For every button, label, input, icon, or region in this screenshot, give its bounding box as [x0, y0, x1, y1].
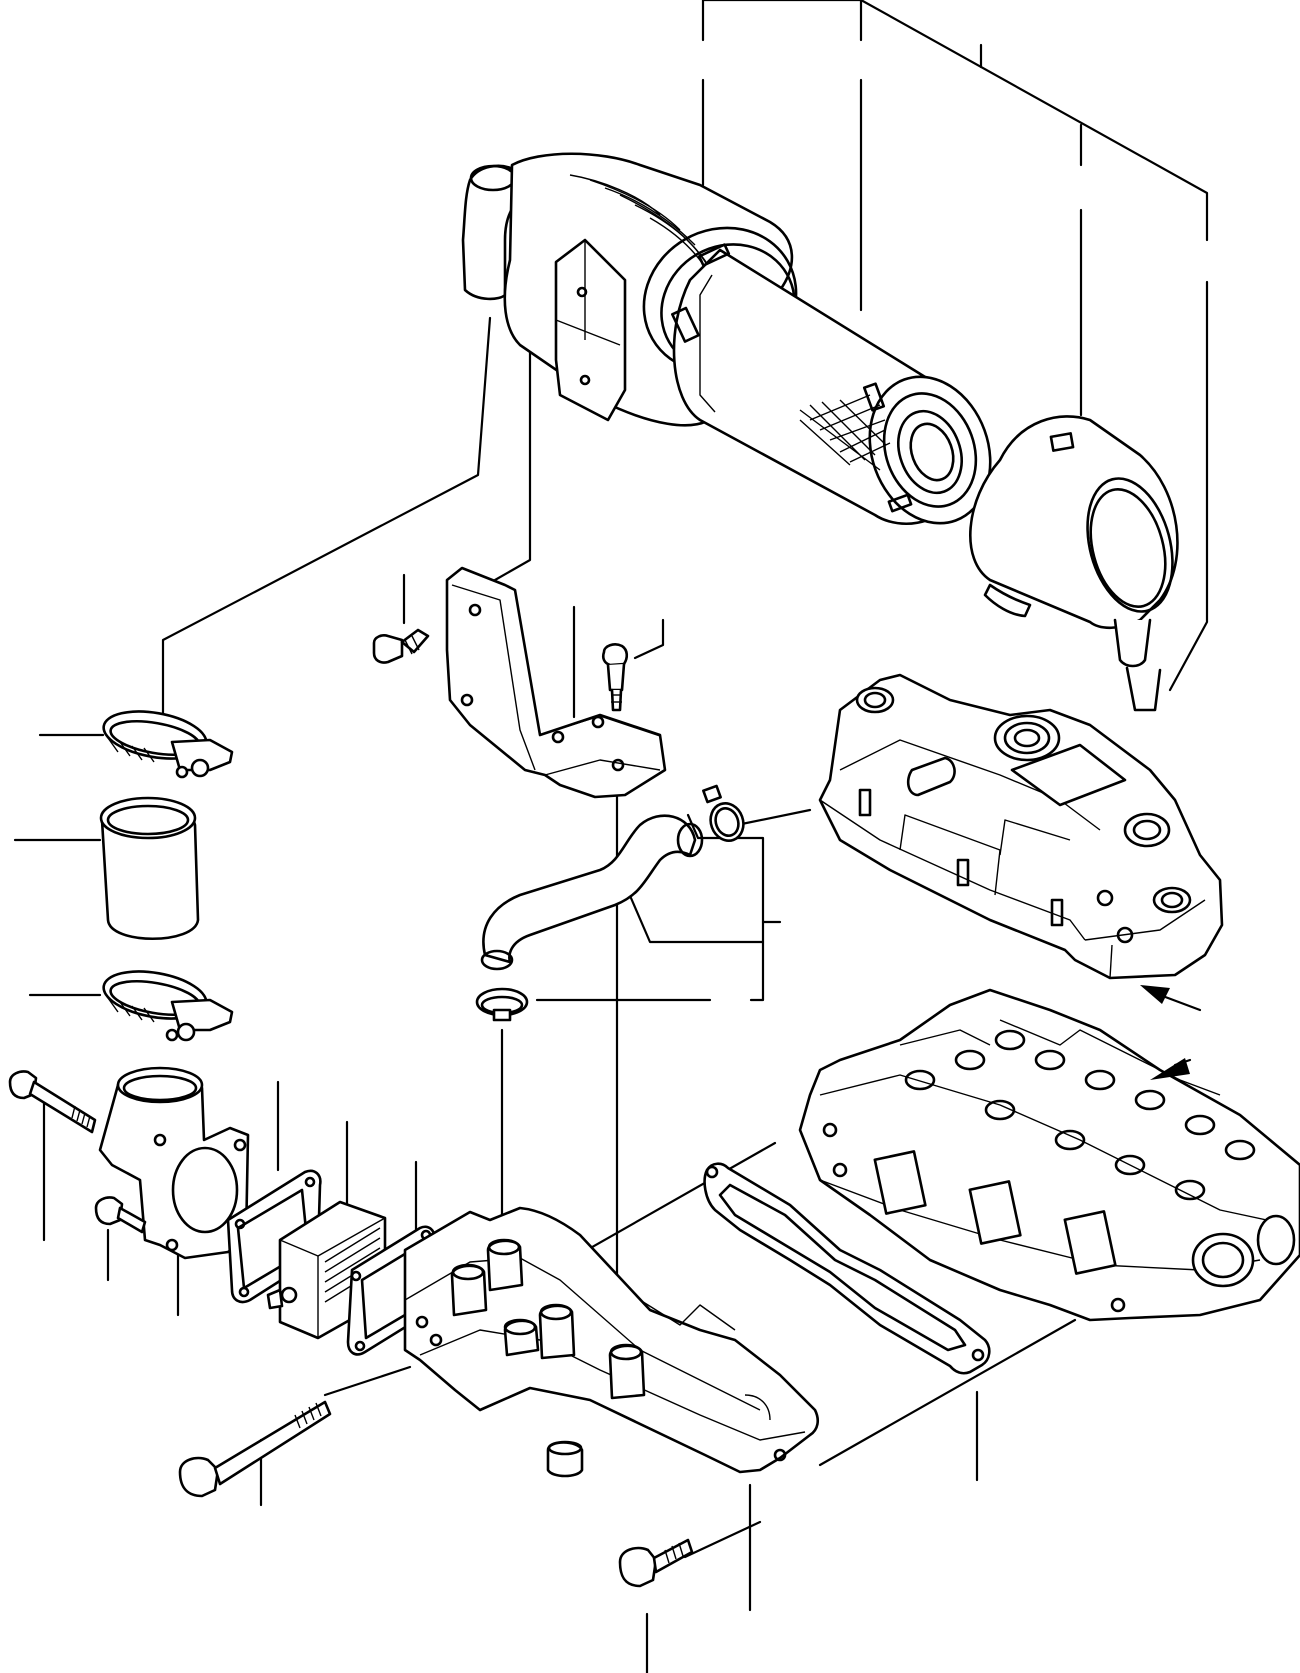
- rocker-cover: [818, 673, 1224, 980]
- manifold-bolt: [178, 1400, 332, 1498]
- air-cleaner-assembly: [461, 152, 1179, 712]
- hose-clamp-upper: [102, 710, 234, 779]
- leader-lines: [13, 0, 1209, 1673]
- manifold-bolt-front: [618, 1538, 694, 1588]
- arrow-to-rocker-cover: [1140, 985, 1202, 1012]
- bracket-bolt: [372, 628, 430, 664]
- mounting-bracket: [445, 566, 667, 799]
- breather-clamp-upper: [702, 784, 745, 842]
- intake-manifold: [403, 1206, 820, 1478]
- bracket-bolt-short: [601, 643, 629, 712]
- long-bolt: [8, 1070, 97, 1134]
- breather-clamp-lower: [475, 987, 529, 1022]
- air-cleaner-mount-block: [554, 238, 627, 422]
- arrow-to-cylinder-head: [1150, 1058, 1192, 1080]
- intake-elbow: [98, 1066, 250, 1260]
- breather-hose: [480, 814, 704, 971]
- intake-hose: [99, 796, 200, 941]
- manifold-gasket: [703, 1162, 991, 1375]
- filter-element: [671, 243, 992, 525]
- air-cleaner-cap: [969, 415, 1179, 712]
- short-bolt: [94, 1196, 147, 1234]
- hose-clamp-lower: [102, 970, 234, 1042]
- cylinder-head: [798, 988, 1300, 1322]
